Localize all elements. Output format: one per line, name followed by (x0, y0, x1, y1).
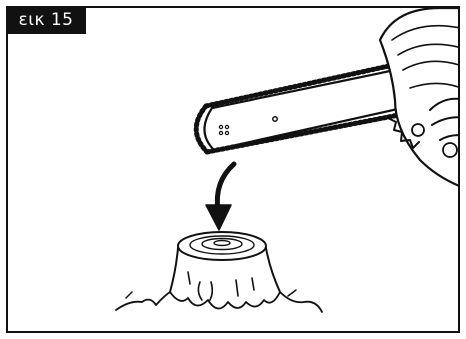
chainsaw-icon (193, 8, 458, 187)
down-arrow-icon (205, 161, 237, 231)
figure-label: εικ 15 (6, 6, 86, 34)
tree-stump-icon (115, 231, 323, 313)
figure-frame (6, 6, 460, 333)
